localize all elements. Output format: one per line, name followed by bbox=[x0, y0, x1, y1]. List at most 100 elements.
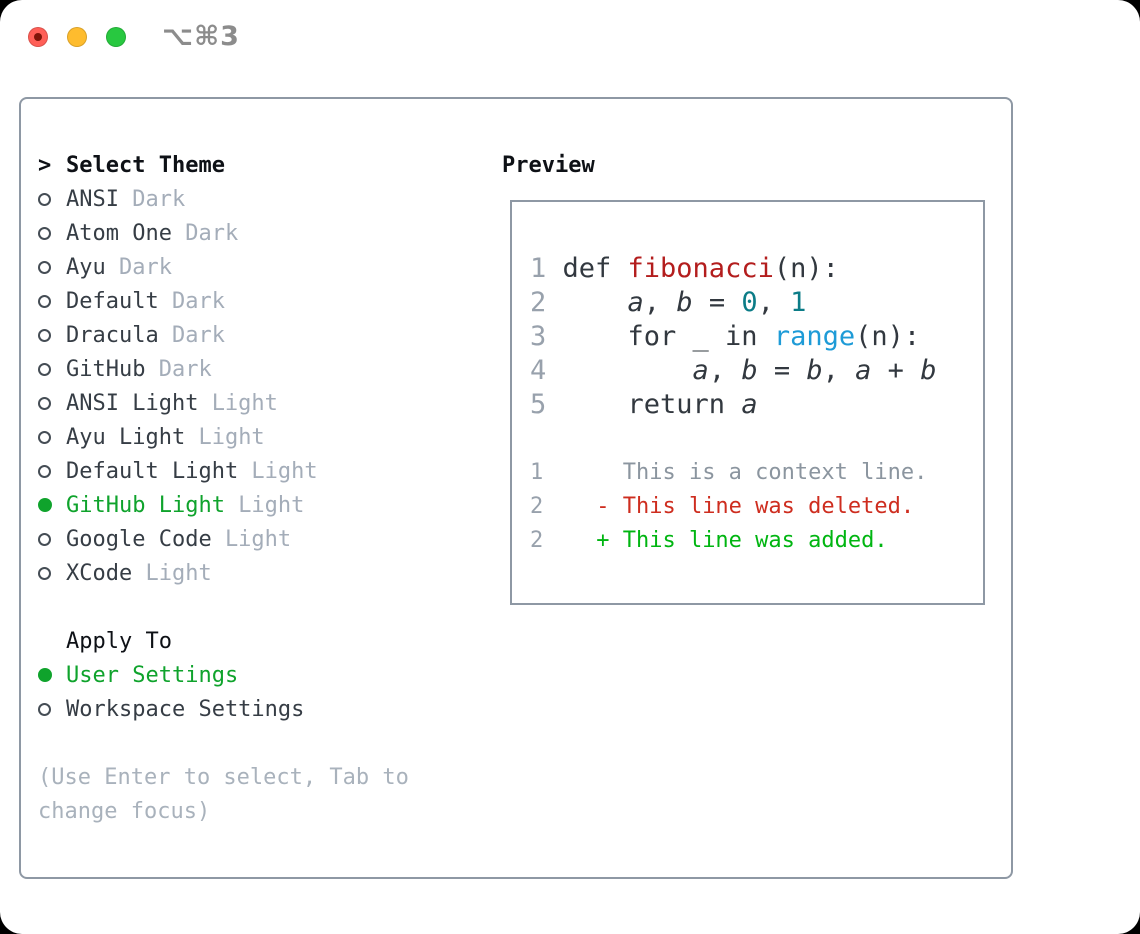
radio-gutter bbox=[38, 498, 66, 512]
theme-variant-tag: Dark bbox=[118, 254, 172, 280]
code-line: 3 for _ in range(n): bbox=[530, 319, 936, 353]
line-number: 1 bbox=[530, 252, 547, 284]
diff-text: - This line was deleted. bbox=[543, 493, 915, 519]
code-token: 1 bbox=[790, 286, 807, 318]
radio-icon bbox=[38, 226, 51, 240]
code-token: a bbox=[627, 286, 644, 318]
theme-variant-tag: Dark bbox=[132, 186, 186, 212]
diff-text: This is a context line. bbox=[543, 459, 928, 485]
window-title: ⌥⌘3 bbox=[162, 21, 240, 52]
code-token: b bbox=[741, 354, 758, 386]
line-number: 1 bbox=[530, 459, 544, 485]
theme-variant-tag: Light bbox=[224, 526, 292, 552]
diff-text: + This line was added. bbox=[543, 527, 888, 553]
code-token: = bbox=[757, 354, 807, 386]
theme-name: Google Code bbox=[66, 526, 212, 552]
radio-gutter bbox=[38, 430, 66, 444]
radio-gutter bbox=[38, 328, 66, 342]
diff-block: 1 This is a context line. 2 - This line w… bbox=[530, 455, 927, 557]
theme-variant-tag: Dark bbox=[171, 288, 225, 314]
code-token: range bbox=[773, 320, 856, 352]
code-token: (n): bbox=[773, 252, 839, 284]
theme-option-xcode-light[interactable]: XCode Light bbox=[38, 556, 409, 590]
code-token: , bbox=[822, 354, 856, 386]
apply-option-workspace-settings[interactable]: Workspace Settings bbox=[38, 692, 409, 726]
code-line: 5 return a bbox=[530, 387, 936, 421]
code-token: , bbox=[643, 286, 677, 318]
radio-gutter bbox=[38, 396, 66, 410]
select-theme-header: > Select Theme bbox=[38, 148, 409, 182]
code-token: b bbox=[920, 354, 937, 386]
line-number: 3 bbox=[530, 320, 547, 352]
radio-icon bbox=[38, 702, 51, 716]
radio-gutter bbox=[38, 702, 66, 716]
theme-option-ayu-light-light[interactable]: Ayu Light Light bbox=[38, 420, 409, 454]
radio-gutter bbox=[38, 260, 66, 274]
code-token: b bbox=[676, 286, 693, 318]
theme-variant-tag: Dark bbox=[185, 220, 239, 246]
radio-selected-icon bbox=[38, 668, 52, 682]
radio-icon bbox=[38, 294, 51, 308]
radio-icon bbox=[38, 430, 51, 444]
hint-row-2: change focus) bbox=[38, 794, 409, 828]
theme-option-ayu-dark[interactable]: Ayu Dark bbox=[38, 250, 409, 284]
theme-variant-tag: Dark bbox=[158, 356, 212, 382]
theme-variant-tag: Dark bbox=[171, 322, 225, 348]
line-number: 5 bbox=[530, 388, 547, 420]
spacer-row bbox=[38, 590, 409, 624]
code-token bbox=[563, 355, 693, 386]
theme-name: XCode bbox=[66, 560, 133, 586]
radio-icon bbox=[38, 464, 51, 478]
theme-name: Ayu bbox=[66, 254, 106, 280]
hint-text-line2: change focus) bbox=[38, 798, 211, 824]
theme-variant-tag: Light bbox=[145, 560, 212, 586]
code-token: = bbox=[692, 286, 742, 318]
code-token: for _ in bbox=[562, 320, 774, 352]
minimize-button[interactable] bbox=[67, 27, 87, 47]
radio-gutter bbox=[38, 226, 66, 240]
apply-to-header: Apply To bbox=[38, 624, 409, 658]
code-token: 0 bbox=[741, 286, 758, 318]
theme-name: Default bbox=[66, 288, 159, 314]
theme-name: Ayu Light bbox=[66, 424, 186, 450]
apply-option-user-settings[interactable]: User Settings bbox=[38, 658, 409, 692]
theme-option-ansi-dark[interactable]: ANSI Dark bbox=[38, 182, 409, 216]
theme-option-ansi-light-light[interactable]: ANSI Light Light bbox=[38, 386, 409, 420]
hint-text-line1: (Use Enter to select, Tab to bbox=[38, 764, 409, 790]
line-number: 2 bbox=[530, 493, 544, 519]
close-button[interactable] bbox=[28, 27, 48, 47]
theme-option-google-code-light[interactable]: Google Code Light bbox=[38, 522, 409, 556]
radio-icon bbox=[38, 192, 51, 206]
zoom-button[interactable] bbox=[106, 27, 126, 47]
theme-variant-tag: Light bbox=[198, 424, 265, 450]
radio-icon bbox=[38, 362, 51, 376]
theme-name: ANSI Light bbox=[66, 390, 199, 416]
code-token: def bbox=[562, 252, 628, 284]
radio-selected-icon bbox=[38, 498, 52, 512]
theme-variant-tag: Light bbox=[211, 390, 278, 416]
radio-gutter bbox=[38, 192, 66, 206]
radio-icon bbox=[38, 566, 51, 580]
line-number: 4 bbox=[530, 354, 547, 386]
radio-gutter bbox=[38, 566, 66, 580]
radio-gutter bbox=[38, 464, 66, 478]
radio-icon bbox=[38, 396, 51, 410]
radio-gutter bbox=[38, 362, 66, 376]
radio-gutter bbox=[38, 532, 66, 546]
unsaved-dot-icon bbox=[34, 33, 42, 41]
traffic-lights bbox=[28, 27, 126, 47]
theme-option-default-dark[interactable]: Default Dark bbox=[38, 284, 409, 318]
theme-variant-tag: Light bbox=[251, 458, 318, 484]
diff-line-added: 2 + This line was added. bbox=[530, 523, 927, 557]
theme-name: ANSI bbox=[66, 186, 119, 212]
spacer-row bbox=[38, 726, 409, 760]
